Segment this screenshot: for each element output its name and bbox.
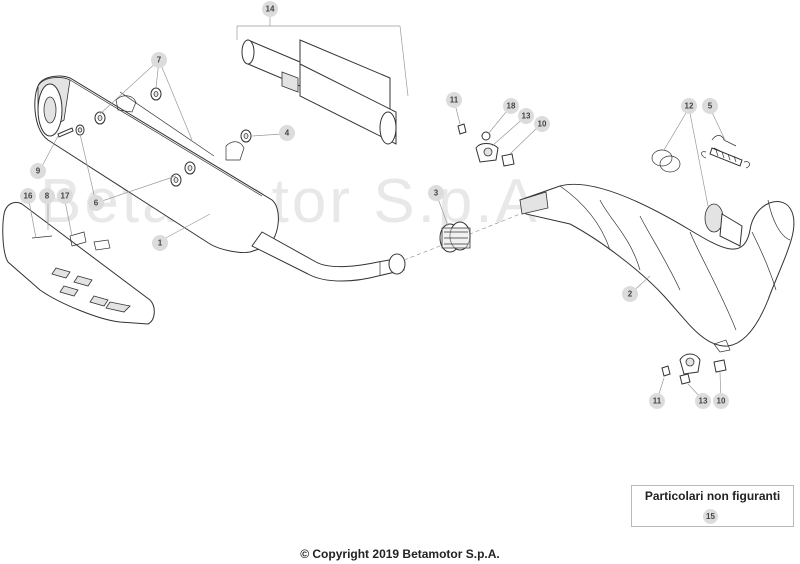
callout-4: 4 — [279, 125, 295, 141]
svg-text:14: 14 — [266, 5, 275, 14]
callout-14: 14 — [262, 1, 278, 17]
silencer-sleeve-part — [236, 25, 409, 145]
svg-text:13: 13 — [699, 397, 708, 406]
parts-not-shown-number: 15 — [703, 509, 718, 524]
svg-text:2: 2 — [628, 290, 633, 299]
callout-17: 17 — [57, 188, 73, 204]
svg-text:11: 11 — [450, 96, 459, 105]
svg-text:5: 5 — [708, 102, 713, 111]
svg-text:4: 4 — [285, 129, 290, 138]
callout-11-upper: 11 — [446, 92, 462, 108]
svg-text:10: 10 — [538, 120, 547, 129]
upper-bracket-hardware — [457, 123, 515, 167]
clamp-part — [403, 213, 521, 261]
svg-text:16: 16 — [24, 192, 33, 201]
o-ring-and-spring-parts — [651, 135, 750, 173]
callout-10-lower: 10 — [713, 393, 729, 409]
svg-text:13: 13 — [522, 112, 531, 121]
copyright-footer: © Copyright 2019 Betamotor S.p.A. — [300, 547, 500, 561]
callout-7: 7 — [151, 52, 167, 68]
callout-16: 16 — [20, 188, 36, 204]
svg-text:7: 7 — [157, 56, 162, 65]
callout-10-upper: 10 — [534, 116, 550, 132]
svg-text:12: 12 — [685, 102, 694, 111]
callout-1: 1 — [152, 235, 168, 251]
svg-text:3: 3 — [434, 189, 439, 198]
svg-text:8: 8 — [45, 192, 50, 201]
svg-text:18: 18 — [507, 102, 516, 111]
callout-11-lower: 11 — [649, 393, 665, 409]
svg-text:17: 17 — [61, 192, 70, 201]
expansion-chamber-part — [519, 183, 795, 353]
callout-3: 3 — [428, 185, 444, 201]
svg-text:11: 11 — [653, 397, 662, 406]
callout-2: 2 — [622, 286, 638, 302]
callout-13-upper: 13 — [518, 108, 534, 124]
parts-not-shown-box: Particolari non figuranti 15 — [631, 485, 794, 527]
svg-text:6: 6 — [94, 199, 99, 208]
parts-not-shown-title: Particolari non figuranti — [644, 489, 781, 503]
callout-5: 5 — [702, 98, 718, 114]
heat-shield-part — [2, 201, 155, 325]
callout-9: 9 — [30, 163, 46, 179]
svg-text:9: 9 — [36, 167, 41, 176]
lower-bracket-hardware — [661, 353, 727, 385]
callout-12: 12 — [681, 98, 697, 114]
callout-6: 6 — [88, 195, 104, 211]
svg-text:1: 1 — [158, 239, 163, 248]
callout-18: 18 — [503, 98, 519, 114]
callout-13-lower: 13 — [695, 393, 711, 409]
svg-text:10: 10 — [717, 397, 726, 406]
callout-8: 8 — [39, 188, 55, 204]
